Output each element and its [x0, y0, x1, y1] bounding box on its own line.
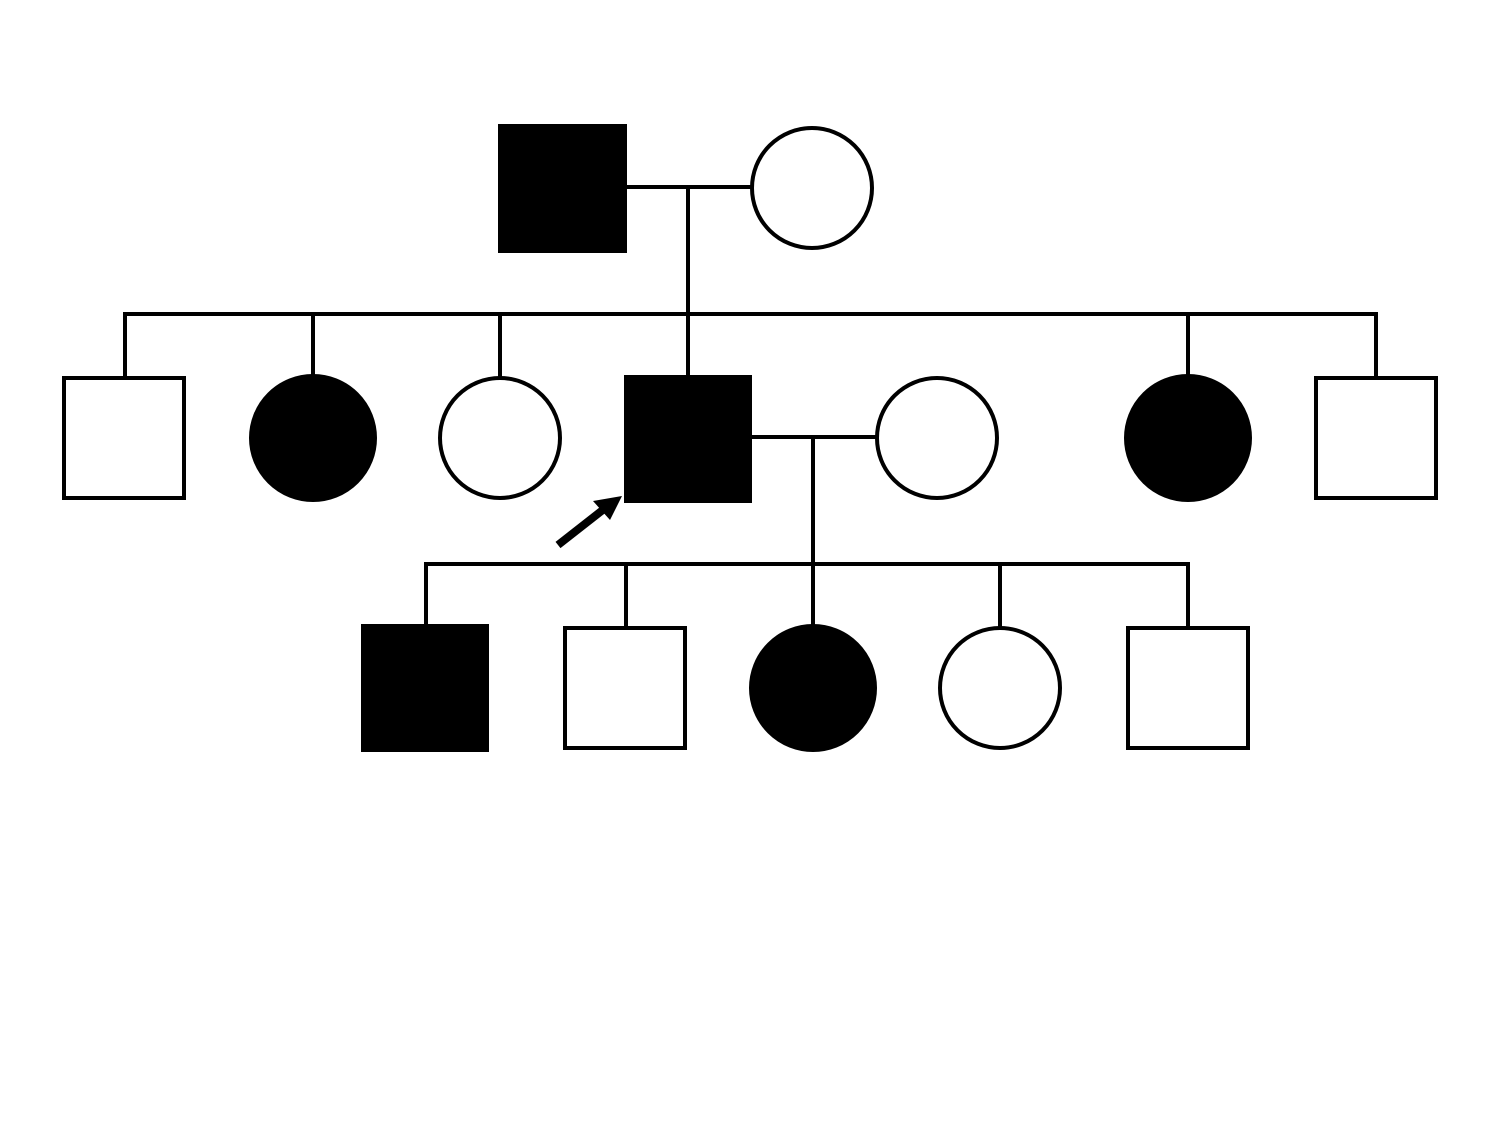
individual-II-2	[249, 374, 377, 502]
individual-I-1	[498, 124, 627, 253]
proband-arrow-icon	[555, 496, 622, 549]
individual-III-4	[938, 626, 1062, 750]
individual-III-5	[1126, 626, 1250, 750]
individual-II-4	[624, 375, 752, 503]
individual-II-5	[875, 376, 999, 500]
individual-III-1	[361, 624, 489, 752]
individual-II-6	[1124, 374, 1252, 502]
individual-II-1	[62, 376, 186, 500]
individual-II-7	[1314, 376, 1438, 500]
individual-III-2	[563, 626, 687, 750]
individual-I-2	[750, 126, 874, 250]
individual-II-3	[438, 376, 562, 500]
individual-III-3	[749, 624, 877, 752]
